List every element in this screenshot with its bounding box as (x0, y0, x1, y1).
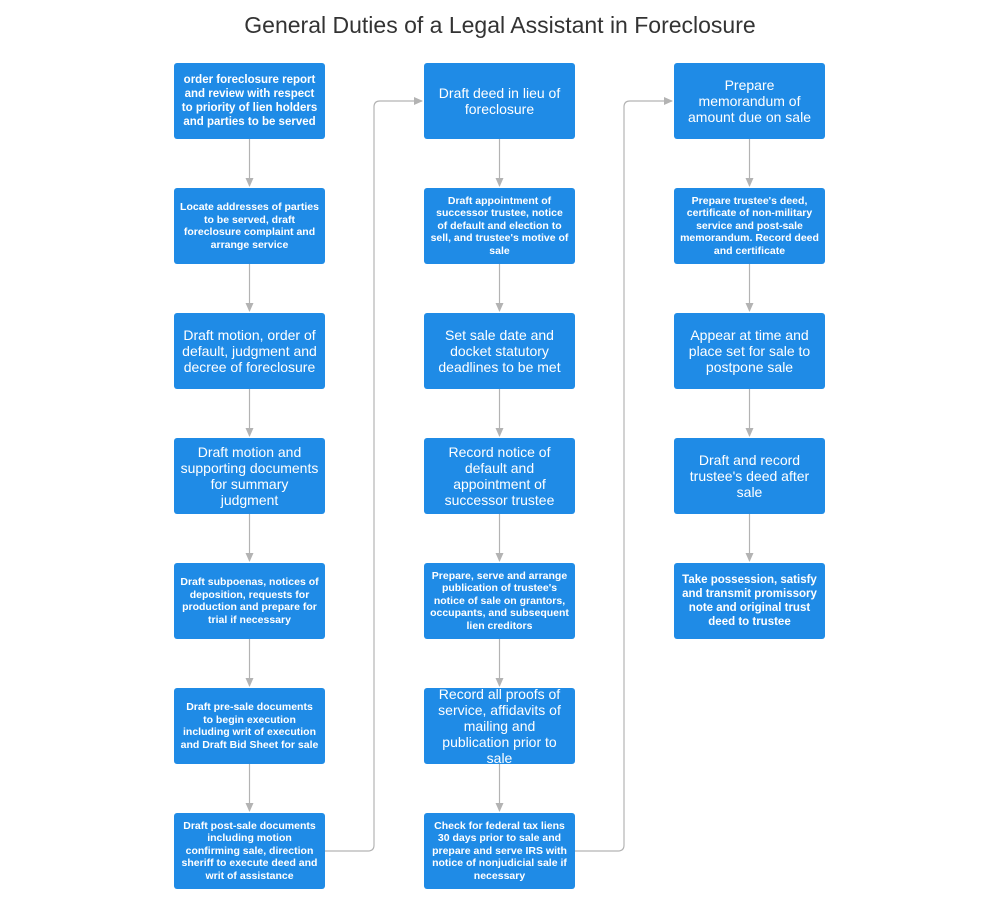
node-locate-addresses[interactable]: Locate addresses of parties to be served… (174, 188, 325, 264)
node-trustees-deed-certificate[interactable]: Prepare trustee's deed, certificate of n… (674, 188, 825, 264)
node-deed-in-lieu[interactable]: Draft deed in lieu of foreclosure (424, 63, 575, 139)
node-label: Appear at time and place set for sale to… (688, 327, 811, 375)
node-appear-postpone-sale[interactable]: Appear at time and place set for sale to… (674, 313, 825, 389)
node-record-trustees-deed[interactable]: Draft and record trustee's deed after sa… (674, 438, 825, 514)
node-label: Prepare trustee's deed, certificate of n… (680, 194, 819, 257)
node-label: Draft pre-sale documents to begin execut… (180, 701, 319, 751)
node-record-proofs-service[interactable]: Record all proofs of service, affidavits… (424, 686, 575, 766)
node-draft-subpoenas[interactable]: Draft subpoenas, notices of deposition, … (174, 563, 325, 639)
node-label: Prepare memorandum of amount due on sale (688, 77, 811, 125)
node-federal-tax-liens[interactable]: Check for federal tax liens 30 days prio… (424, 813, 575, 889)
node-label: Take possession, satisfy and transmit pr… (682, 574, 817, 628)
node-label: Draft appointment of successor trustee, … (430, 194, 569, 257)
connector-c1-to-c2 (325, 97, 423, 852)
node-label: Set sale date and docket statutory deadl… (438, 327, 561, 375)
diagram-title: General Duties of a Legal Assistant in F… (244, 12, 756, 38)
node-pre-sale-documents[interactable]: Draft pre-sale documents to begin execut… (174, 688, 325, 764)
node-take-possession[interactable]: Take possession, satisfy and transmit pr… (674, 563, 825, 639)
node-summary-judgment[interactable]: Draft motion and supporting documents fo… (174, 438, 325, 514)
node-label: Draft and record trustee's deed after sa… (689, 452, 810, 500)
node-order-foreclosure-report[interactable]: order foreclosure report and review with… (174, 63, 325, 139)
node-label: Locate addresses of parties to be served… (180, 201, 319, 251)
node-label: Check for federal tax liens 30 days prio… (432, 819, 567, 882)
node-memorandum-amount-due[interactable]: Prepare memorandum of amount due on sale (674, 63, 825, 139)
node-post-sale-documents[interactable]: Draft post-sale documents including moti… (174, 813, 325, 889)
node-set-sale-date[interactable]: Set sale date and docket statutory deadl… (424, 313, 575, 389)
node-publication-notice-sale[interactable]: Prepare, serve and arrange publication o… (424, 563, 575, 639)
node-label: Draft subpoenas, notices of deposition, … (180, 576, 319, 626)
node-draft-motion-default[interactable]: Draft motion, order of default, judgment… (174, 313, 325, 389)
node-appointment-successor-trustee[interactable]: Draft appointment of successor trustee, … (424, 188, 575, 264)
connector-c2-to-c3 (575, 97, 673, 852)
node-label: Draft deed in lieu of foreclosure (438, 85, 561, 117)
node-label: Record notice of default and appointment… (444, 444, 555, 508)
node-record-notice-default[interactable]: Record notice of default and appointment… (424, 438, 575, 514)
node-label: Prepare, serve and arrange publication o… (430, 569, 569, 632)
node-label: Draft motion and supporting documents fo… (180, 444, 319, 508)
node-label: Record all proofs of service, affidavits… (438, 686, 561, 766)
node-label: Draft post-sale documents including moti… (181, 819, 318, 882)
node-label: order foreclosure report and review with… (181, 74, 318, 128)
node-label: Draft motion, order of default, judgment… (182, 327, 317, 375)
